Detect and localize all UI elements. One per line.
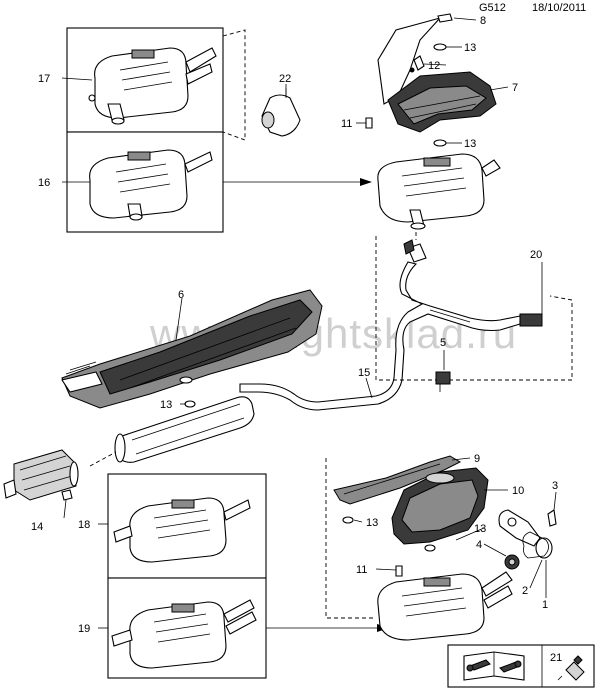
washer-13-shield9[interactable]	[342, 516, 354, 524]
heat-shield-6[interactable]	[61, 289, 323, 409]
callout-labels: 17 16 22 8 13 12 7 11 13 20 6 5 15 13 14…	[31, 15, 562, 664]
bolt-11-top[interactable]	[365, 117, 373, 129]
washer-13-left[interactable]	[184, 400, 196, 408]
callout-16: 16	[38, 177, 50, 189]
callout-9: 9	[474, 453, 480, 465]
callout-21: 21	[550, 652, 562, 664]
washer-13-shield10[interactable]	[424, 544, 436, 552]
hanger-4[interactable]	[504, 554, 520, 570]
callout-1: 1	[542, 599, 548, 611]
rear-muffler-16[interactable]	[89, 149, 213, 221]
diagram-code: G512	[479, 2, 506, 14]
bolt-11-bottom[interactable]	[395, 565, 403, 577]
callout-15: 15	[358, 367, 370, 379]
clamp-20[interactable]	[403, 239, 427, 263]
callout-17: 17	[38, 73, 50, 85]
callout-13-b: 13	[464, 138, 476, 150]
callout-2: 2	[522, 585, 528, 597]
catalytic-converter[interactable]	[3, 449, 79, 501]
callout-13-e: 13	[474, 523, 486, 535]
rear-heat-shield-10[interactable]	[391, 467, 489, 545]
callout-13-d: 13	[366, 517, 378, 529]
manual-wrench-book-icon	[463, 651, 525, 681]
callout-8: 8	[480, 15, 486, 27]
sensor-connector-5[interactable]	[435, 371, 451, 392]
callout-20: 20	[530, 249, 542, 261]
rear-muffler-main[interactable]	[377, 153, 501, 240]
callout-11-b: 11	[356, 564, 367, 576]
callout-5: 5	[440, 337, 446, 349]
arrow-19-to-muffler	[266, 624, 389, 632]
callout-4: 4	[476, 539, 482, 551]
dash-guide-top	[375, 236, 573, 381]
rear-muffler-19[interactable]	[111, 599, 257, 669]
callout-18: 18	[78, 519, 90, 531]
heat-shield-7[interactable]	[377, 16, 497, 133]
callout-13-c: 13	[160, 399, 172, 411]
leader-lines	[61, 17, 557, 629]
callout-13-a: 13	[464, 42, 476, 54]
bracket-3[interactable]	[498, 509, 557, 547]
callout-19: 19	[78, 623, 90, 635]
heat-shield-9[interactable]	[333, 455, 462, 505]
pipe-clamp-sleeve-22[interactable]	[261, 88, 301, 137]
rear-muffler-lower[interactable]	[377, 571, 513, 641]
callout-14: 14	[31, 521, 43, 533]
arrow-16-to-muffler	[223, 178, 372, 186]
front-pipe-catalyst[interactable]	[89, 396, 255, 467]
diagram-date: 18/10/2011	[532, 2, 587, 14]
callout-12: 12	[428, 60, 440, 72]
washer-13-top[interactable]	[433, 43, 447, 51]
clamp-ring-1[interactable]	[522, 531, 549, 559]
nut-14[interactable]	[61, 489, 73, 501]
callout-10: 10	[512, 485, 524, 497]
callout-7: 7	[512, 82, 518, 94]
washer-13-mid[interactable]	[433, 139, 447, 147]
sealant-tube-icon	[557, 655, 585, 681]
rear-muffler-17[interactable]	[88, 47, 217, 125]
callout-11-a: 11	[341, 118, 352, 130]
callout-3: 3	[552, 480, 558, 492]
callout-6: 6	[178, 289, 184, 301]
nut-8[interactable]	[437, 13, 453, 23]
intermediate-pipe-15[interactable]	[239, 261, 543, 411]
rubber-mount-2[interactable]	[535, 537, 553, 559]
callout-22: 22	[279, 73, 291, 85]
clip-12[interactable]	[413, 55, 425, 71]
rear-muffler-18[interactable]	[113, 497, 251, 563]
